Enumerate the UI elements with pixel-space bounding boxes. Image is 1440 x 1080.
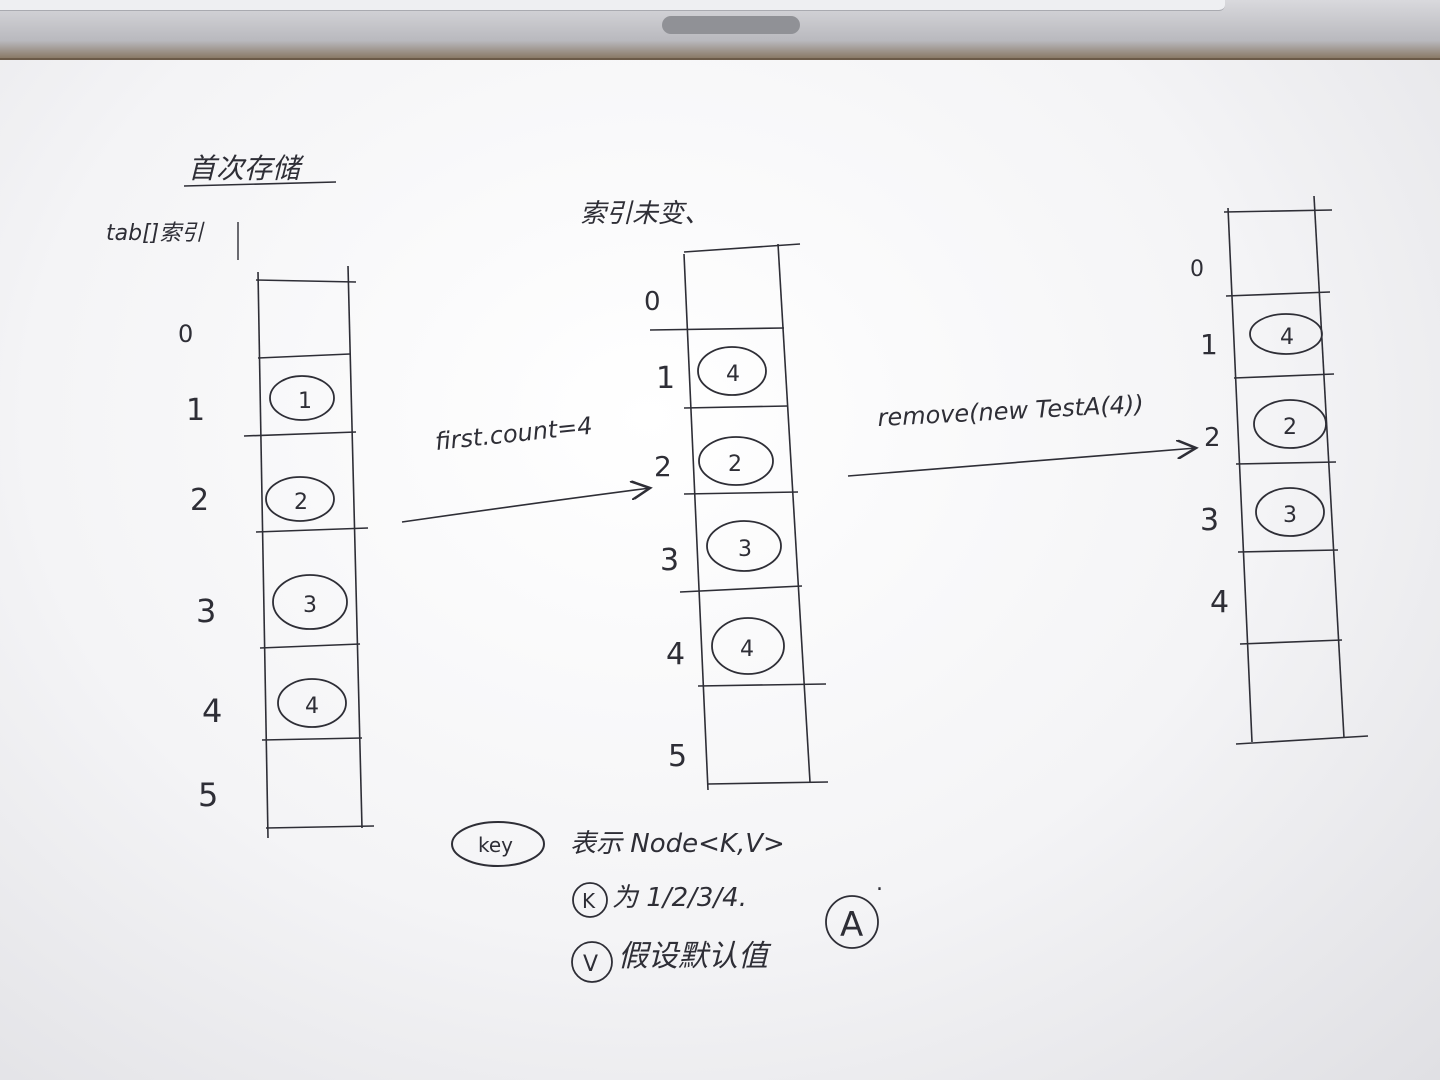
laptop-body [0,0,1440,58]
table3-index: 1 [1200,328,1218,361]
arrow1 [401,488,650,523]
svg-text:4: 4 [726,362,740,387]
svg-text:4: 4 [305,694,319,719]
svg-text:2: 2 [1283,415,1297,440]
svg-text:2: 2 [728,452,742,477]
table2 [649,243,829,791]
arrow2 [847,448,1196,477]
legend-node-desc: 表示 Node<K,V> [570,829,785,859]
table1-index: 4 [202,692,222,730]
table1-node-2: 2 [265,476,335,522]
legend-default-symbol: A [825,895,879,949]
table2-index: 0 [644,287,661,317]
laptop-lid [0,0,1225,11]
table2-node-1: 4 [697,346,767,396]
table1 [243,265,375,839]
table2-index: 4 [666,637,685,672]
svg-text:3: 3 [1283,503,1297,528]
table3-index: 4 [1210,585,1229,620]
table1-index: 5 [198,776,218,814]
table1-index: 1 [186,393,205,428]
svg-text:3: 3 [738,537,752,562]
table3-node-1: 4 [1249,313,1323,355]
paper-sheet [0,60,1440,1080]
legend-k-desc: 为 1/2/3/4. [612,883,747,913]
svg-text:K: K [582,889,596,913]
table2-node-4: 4 [711,617,785,675]
table2-title: 索引未变、 [580,199,710,229]
table2-index: 3 [660,543,679,578]
table3-index: 2 [1204,423,1221,453]
table1-label: tab[]索引 [106,221,205,246]
table1-node-4: 4 [277,678,347,728]
svg-text:A: A [840,905,863,945]
table2-index: 2 [654,450,672,483]
table1-node-3: 3 [272,574,348,630]
table2-node-2: 2 [698,436,774,486]
legend-trailing-dot: . [876,871,883,896]
svg-text:2: 2 [294,490,308,515]
legend: key 表示 Node<K,V> K 为 1/2/3/4. A . V 假设默认… [451,821,883,983]
svg-text:3: 3 [303,593,317,618]
svg-text:1: 1 [298,389,312,414]
table1-node-1: 1 [269,375,335,421]
legend-v-desc: 假设默认值 [618,939,772,974]
table1-index: 3 [196,592,216,630]
table3-node-2: 2 [1253,399,1327,449]
legend-v-symbol: V [571,941,613,983]
table3-index: 3 [1200,503,1219,538]
table1-index: 0 [178,320,193,348]
table2-index: 1 [656,361,675,396]
arrow2-label: remove(new TestA(4)) [877,390,1145,432]
legend-node-symbol: key [451,821,545,867]
table1-index: 2 [190,483,209,518]
table2-index: 5 [668,739,687,774]
arrow1-label: first.count=4 [434,412,594,456]
legend-k-symbol: K [572,882,608,918]
table3 [1223,195,1369,745]
table1-title: 首次存储 [188,152,305,185]
table2-node-3: 3 [706,520,782,572]
svg-text:4: 4 [740,637,754,662]
legend-node-key: key [478,833,513,857]
table1-title-underline [183,181,337,187]
table3-node-3: 3 [1255,487,1325,537]
laptop-hinge [662,16,800,34]
svg-text:4: 4 [1280,325,1294,350]
svg-text:V: V [583,952,598,977]
table3-index: 0 [1190,257,1204,282]
